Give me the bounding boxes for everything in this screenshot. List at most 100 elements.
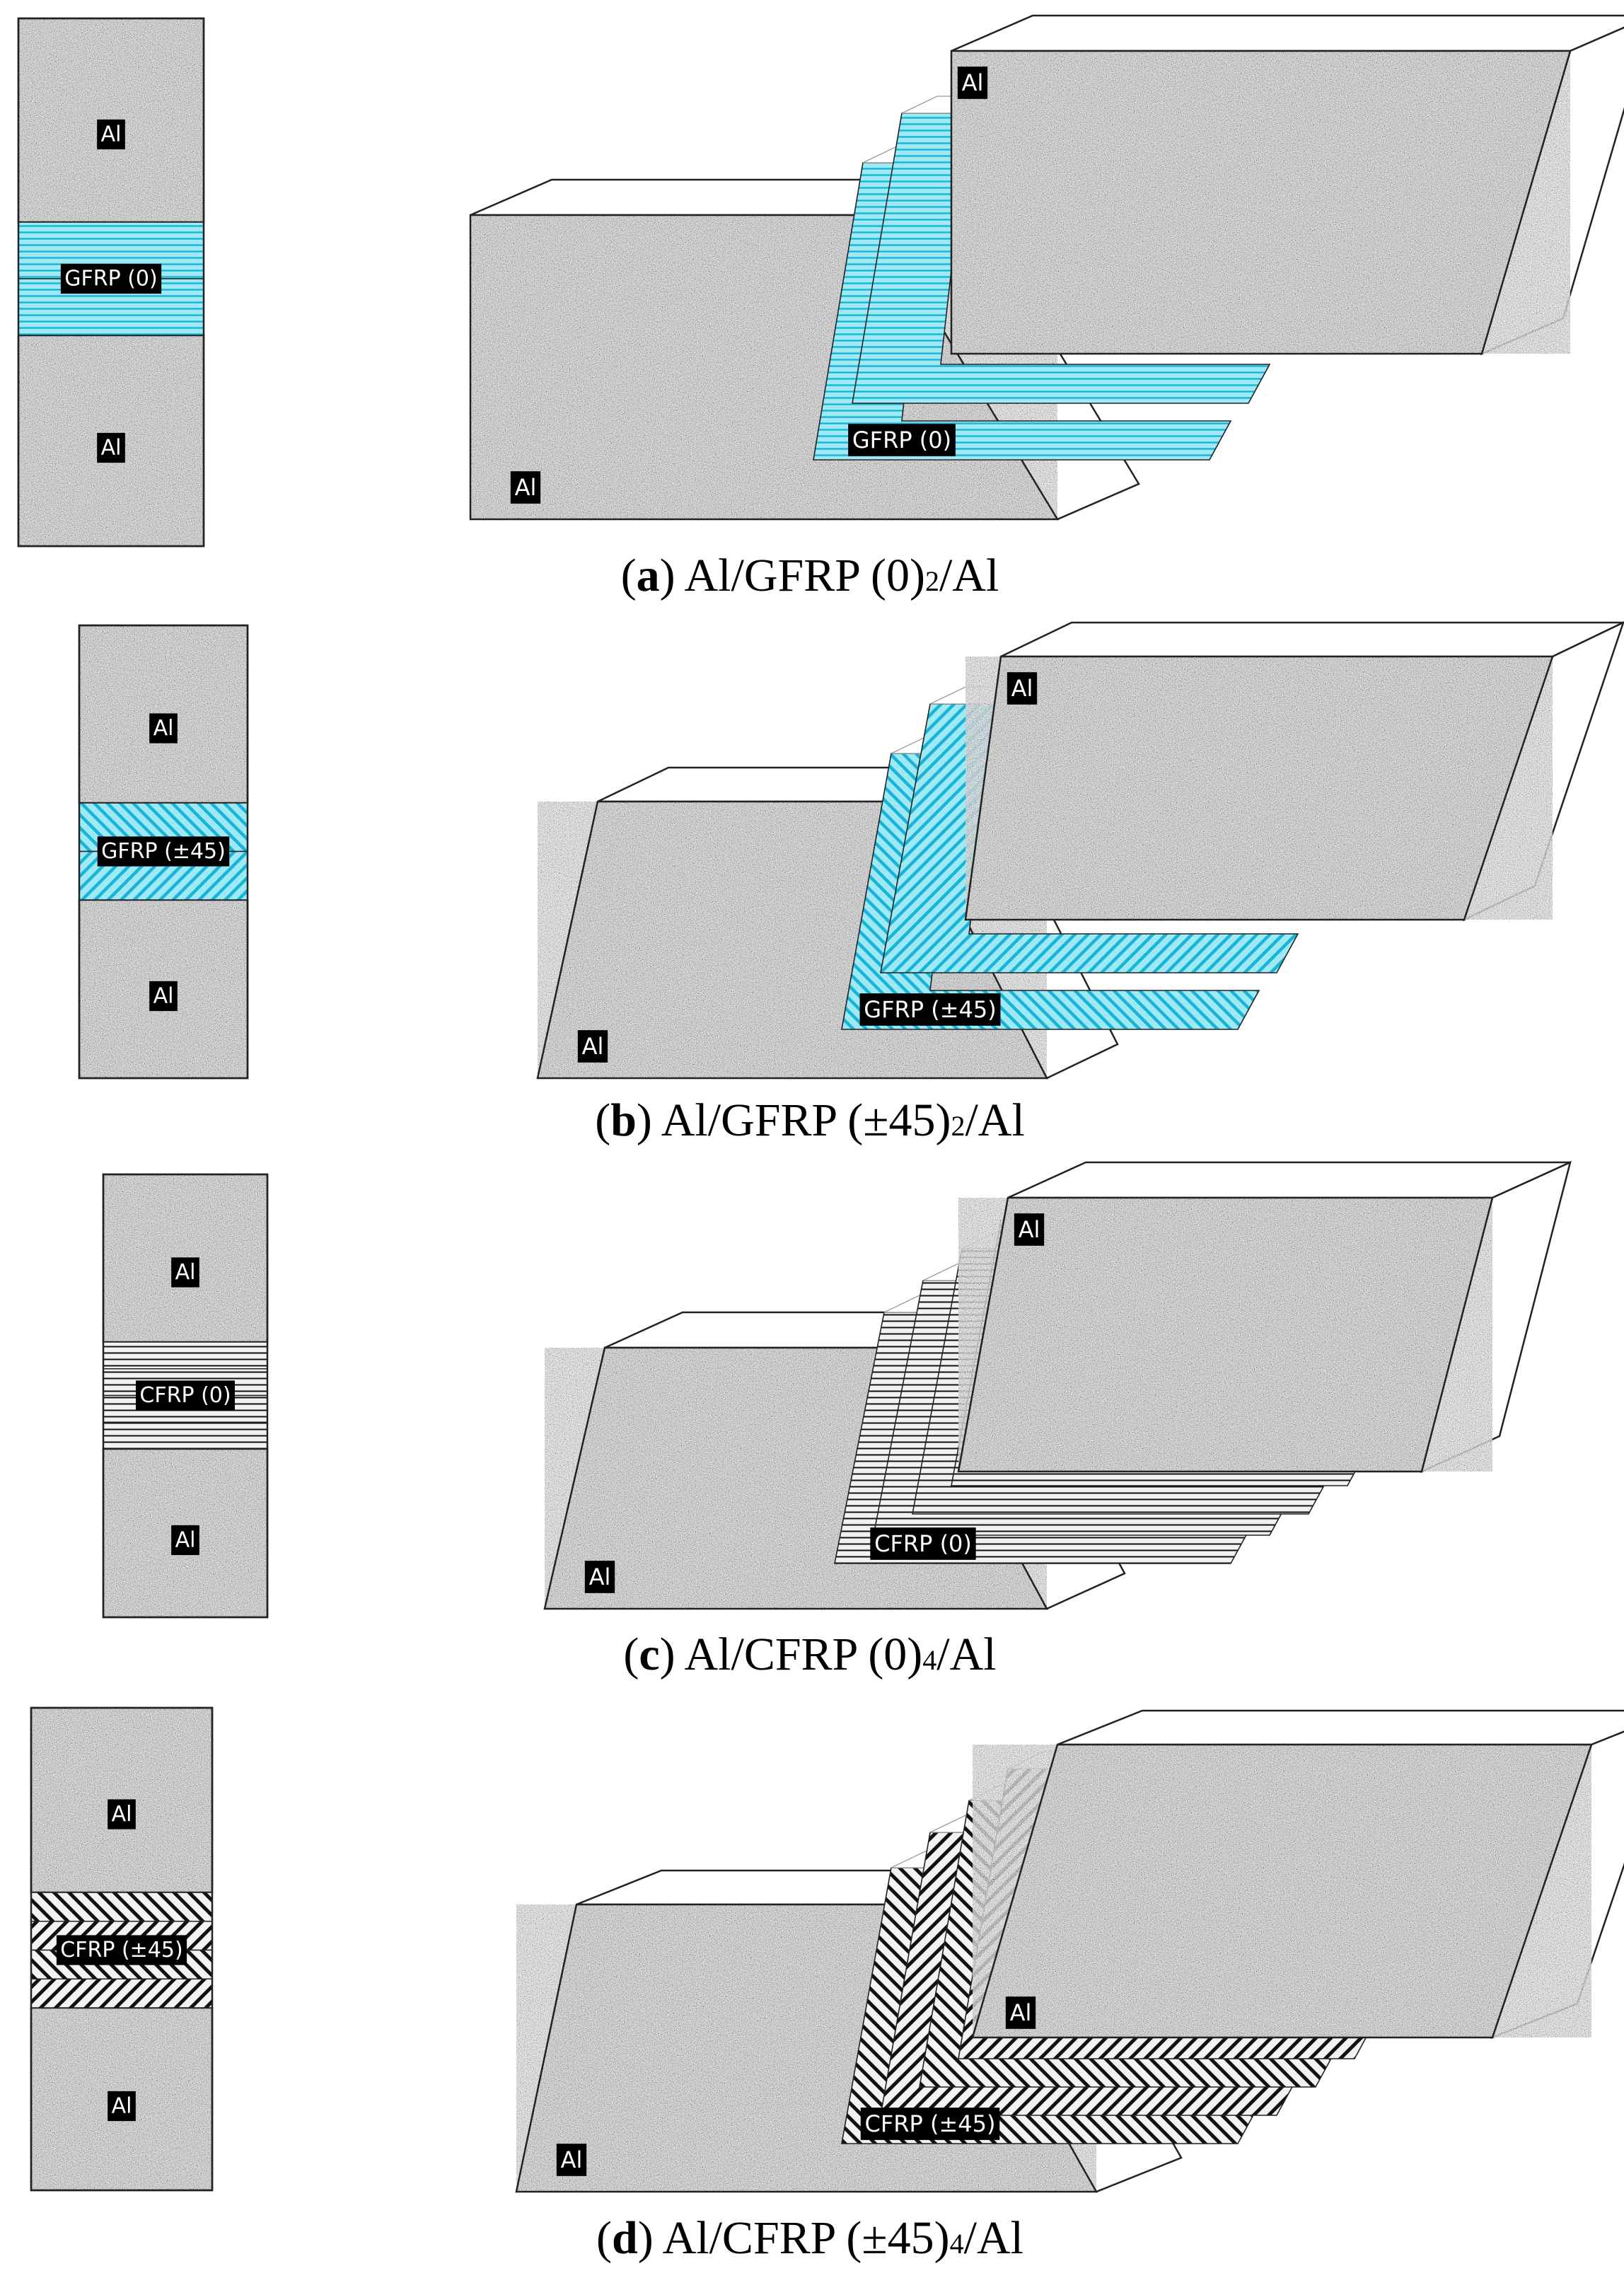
cross-ply-label-b: GFRP (±45) [97, 836, 230, 867]
iso-al-lower-label-b-bg [577, 1030, 608, 1063]
caption-main-b: ) Al/GFRP (±45) [637, 1094, 951, 1146]
iso-ply-label-a-bg [848, 424, 956, 456]
caption-letter-b: b [610, 1094, 637, 1146]
cross-al-top-label-b-text: Al [153, 716, 174, 741]
iso-ply-label-d-bg [860, 2108, 1000, 2140]
iso-al-lower-label-d-bg [556, 2144, 587, 2176]
iso-al-upper-label-d-bg [1005, 1996, 1036, 2029]
caption-b: (b) Al/GFRP (±45)2/Al [595, 1094, 1025, 1146]
cross-al-bottom-label-c-text: Al [175, 1528, 196, 1553]
iso-al-upper-d-top-face [1057, 1709, 1624, 1746]
caption-end-a: /Al [939, 550, 999, 601]
caption-end-d: /Al [964, 2212, 1023, 2264]
iso-al-lower-a-front [469, 214, 1060, 521]
caption-end-b: /Al [965, 1094, 1024, 1146]
cross-ply-label-b-bg [97, 836, 230, 867]
iso-al-upper-label-a-text: Al [962, 69, 984, 96]
iso-al-upper-b-top-face [1000, 621, 1624, 658]
caption-end-c: /Al [936, 1629, 996, 1680]
iso-al-upper-d-front-grain [973, 1745, 1591, 2037]
iso-al-lower-label-c: Al [584, 1561, 615, 1593]
cross-al-top-label-d-text: Al [112, 1802, 132, 1827]
caption-sub-d: 4 [950, 2228, 964, 2260]
iso-ply-label-b-text: GFRP (±45) [864, 996, 996, 1023]
cross-al-bottom-label-c: Al [171, 1525, 199, 1556]
cross-outline-b [78, 624, 249, 1080]
cross-al-bottom-label-b: Al [149, 981, 178, 1012]
cross-al-bottom-label-a-text: Al [101, 436, 122, 461]
cross-al-bottom-label-c-bg [171, 1525, 199, 1556]
cross-outline-d [30, 1706, 214, 2192]
cross-al-bottom-label-b-text: Al [153, 984, 174, 1009]
iso-al-lower-label-c-bg [584, 1561, 615, 1593]
iso-ply-label-b-bg [859, 993, 1001, 1026]
iso-al-upper-b-front-grain [965, 657, 1553, 920]
cross-ply-label-d: CFRP (±45) [56, 1935, 187, 1965]
iso-al-lower-b-front [536, 800, 1049, 1080]
iso-ply-label-a-text: GFRP (0) [852, 427, 951, 453]
caption-letter-d: d [612, 2212, 638, 2264]
iso-al-upper-label-c: Al [1014, 1213, 1045, 1246]
cross-al-top-label-d-bg [108, 1799, 136, 1829]
cross-al-top-label-a: Al [97, 119, 125, 150]
cross-al-top-label-c-text: Al [175, 1260, 196, 1285]
caption-c: (c) Al/CFRP (0)4/Al [623, 1629, 996, 1680]
iso-al-upper-c-front-grain [958, 1198, 1492, 1472]
iso-ply-label-c: CFRP (0) [870, 1527, 976, 1560]
caption-open-b: ( [595, 1094, 610, 1146]
iso-ply-label-a: GFRP (0) [848, 424, 956, 456]
cross-ply-label-c-bg [136, 1380, 235, 1411]
cross-ply-c-4 [103, 1421, 268, 1450]
iso-al-upper-label-b-bg [1007, 672, 1038, 705]
cross-al-bottom-label-d-bg [108, 2091, 136, 2122]
cross-al-top-label-b-bg [149, 713, 178, 744]
iso-al-lower-label-d: Al [556, 2144, 587, 2176]
cross-al-top-label-d: Al [108, 1799, 136, 1829]
cross-al-top-label-c-bg [171, 1257, 199, 1288]
iso-al-lower-d-front [515, 1903, 1098, 2193]
cross-ply-label-a-bg [60, 263, 162, 294]
iso-ply-label-b: GFRP (±45) [859, 993, 1001, 1026]
cross-outline-a [17, 17, 205, 548]
caption-open-d: ( [596, 2212, 612, 2264]
iso-al-upper-label-a-bg [957, 67, 988, 99]
iso-al-upper-label-a: Al [957, 67, 988, 99]
cross-al-bottom-label-d-text: Al [112, 2094, 132, 2119]
cross-ply-label-c-text: CFRP (0) [139, 1383, 231, 1408]
iso-al-upper-label-c-text: Al [1019, 1216, 1040, 1243]
iso-al-upper-a-front [950, 50, 1572, 355]
caption-open-c: ( [623, 1629, 639, 1680]
iso-ply-label-d-text: CFRP (±45) [865, 2110, 996, 2137]
iso-al-upper-c-top-face [1007, 1161, 1571, 1199]
caption-letter-a: a [637, 550, 660, 601]
cross-ply-label-a: GFRP (0) [60, 263, 162, 294]
caption-main-a: ) Al/GFRP (0) [660, 550, 925, 601]
iso-al-upper-a-front-grain [951, 51, 1570, 354]
cross-ply-d-1 [30, 1892, 213, 1922]
iso-al-lower-label-d-text: Al [561, 2146, 583, 2173]
cross-al-bottom-label-b-bg [149, 981, 178, 1012]
cross-al-bottom-label-d: Al [108, 2091, 136, 2122]
cross-ply-label-c: CFRP (0) [136, 1380, 235, 1411]
cross-al-top-label-a-text: Al [101, 122, 122, 147]
cross-al-bottom-label-a-bg [97, 432, 125, 463]
cross-ply-d-4 [30, 1978, 213, 2008]
iso-al-upper-c-front [957, 1196, 1494, 1473]
cross-ply-label-a-text: GFRP (0) [64, 267, 157, 291]
cross-ply-label-d-bg [56, 1935, 187, 1965]
caption-main-c: ) Al/CFRP (0) [660, 1629, 923, 1680]
caption-letter-c: c [639, 1629, 659, 1680]
cross-ply-label-b-text: GFRP (±45) [101, 839, 226, 864]
caption-sub-c: 4 [922, 1644, 936, 1676]
